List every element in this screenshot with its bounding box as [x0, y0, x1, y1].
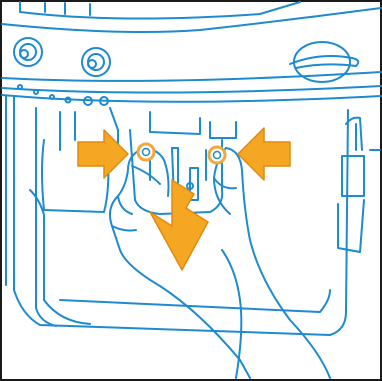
- right-release-button: [209, 147, 225, 163]
- left-release-button: [138, 144, 154, 160]
